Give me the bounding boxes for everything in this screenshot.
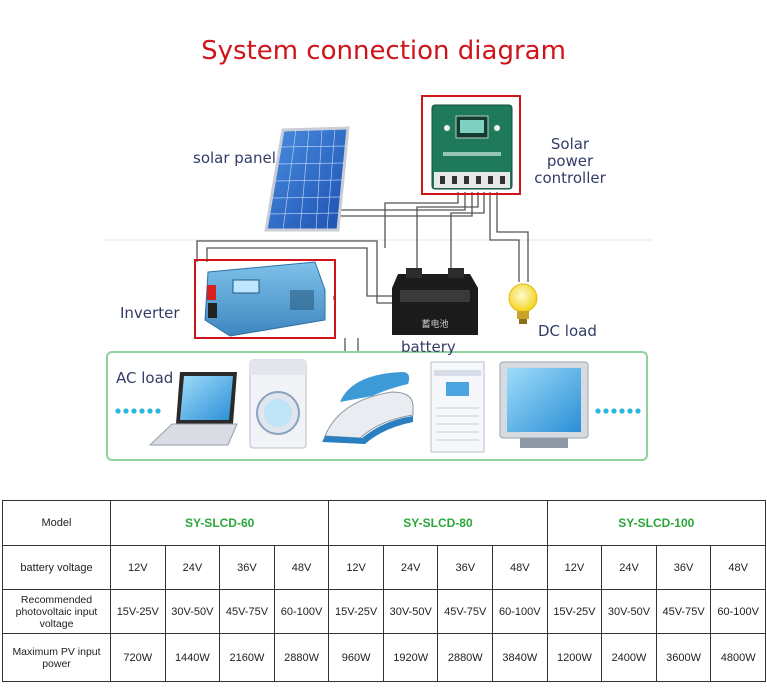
iron-icon [322,372,414,444]
table-row: battery voltage 12V 24V 36V 48V 12V 24V … [2,545,766,590]
table-cell: 60-100V [273,589,330,634]
table-cell: 3840W [492,633,548,682]
table-cell: 15V-25V [546,589,603,634]
ac-load-label: AC load [116,369,174,387]
table-row: Maximum PV input power 720W 1440W 2160W … [2,633,766,682]
connection-diagram: 蓄电池 [104,95,652,461]
air-conditioner-icon [430,361,485,453]
table-row: Recommended photovoltaic input voltage 1… [2,589,766,634]
table-cell: 1920W [382,633,439,682]
table-cell: 4800W [710,633,766,682]
table-cell: 60-100V [710,589,766,634]
table-cell: 24V [601,545,657,590]
row-label-model: Model [2,500,111,546]
wiring [196,192,529,353]
dots-left [115,408,161,414]
laptop-icon [148,372,238,446]
row-label-battery-voltage: battery voltage [2,545,111,590]
controller-label-line-2: controller [534,169,606,187]
row-label-recommended-pv-voltage: Recommended photovoltaic input voltage [2,589,111,634]
table-cell: 30V-50V [164,589,221,634]
table-cell: 36V [219,545,275,590]
table-cell: 2880W [273,633,330,682]
model-cell: SY-SLCD-60 [109,500,330,546]
table-cell: 24V [164,545,221,590]
inverter-label: Inverter [120,304,180,322]
model-cell: SY-SLCD-80 [328,500,548,546]
table-cell: 2160W [219,633,275,682]
table-cell: 12V [328,545,384,590]
specification-table: Model SY-SLCD-60 SY-SLCD-80 SY-SLCD-100 … [2,500,767,682]
table-cell: 15V-25V [110,589,166,634]
table-cell: 36V [655,545,712,590]
table-cell: 60-100V [492,589,548,634]
table-cell: 12V [546,545,603,590]
table-cell: 15V-25V [328,589,384,634]
table-cell: 12V [110,545,166,590]
table-cell: 30V-50V [601,589,657,634]
battery-chinese-label: 蓄电池 [421,318,448,330]
table-cell: 2880W [437,633,494,682]
controller-label: Solar power controller [528,136,612,187]
table-cell: 2400W [601,633,657,682]
table-cell: 45V-75V [219,589,275,634]
model-cell: SY-SLCD-100 [546,500,767,546]
dots-right [595,408,641,414]
dc-load-label: DC load [538,322,597,340]
row-label-max-pv-power: Maximum PV input power [2,633,111,682]
table-cell: 3600W [655,633,712,682]
table-cell: 45V-75V [437,589,494,634]
light-bulb-icon [508,283,538,324]
table-cell: 720W [110,633,166,682]
table-row: Model SY-SLCD-60 SY-SLCD-80 SY-SLCD-100 [2,500,767,546]
tv-icon [499,361,589,448]
battery-icon: 蓄电池 [392,268,478,335]
washing-machine-icon [249,359,307,449]
table-cell: 30V-50V [382,589,439,634]
controller-label-line-1: Solar power [546,135,594,170]
table-cell: 45V-75V [655,589,712,634]
inverter-icon [194,259,336,339]
table-cell: 24V [382,545,439,590]
table-cell: 48V [492,545,548,590]
table-cell: 48V [273,545,330,590]
solar-panel-icon [264,126,350,232]
table-cell: 1200W [546,633,603,682]
table-cell: 960W [328,633,384,682]
table-cell: 36V [437,545,494,590]
solar-controller-icon [421,95,521,195]
page-title: System connection diagram [201,36,566,66]
solar-panel-label: solar panel [193,149,276,167]
table-cell: 48V [710,545,766,590]
battery-label: battery [401,338,456,356]
ac-load-frame [106,351,648,461]
table-cell: 1440W [164,633,221,682]
